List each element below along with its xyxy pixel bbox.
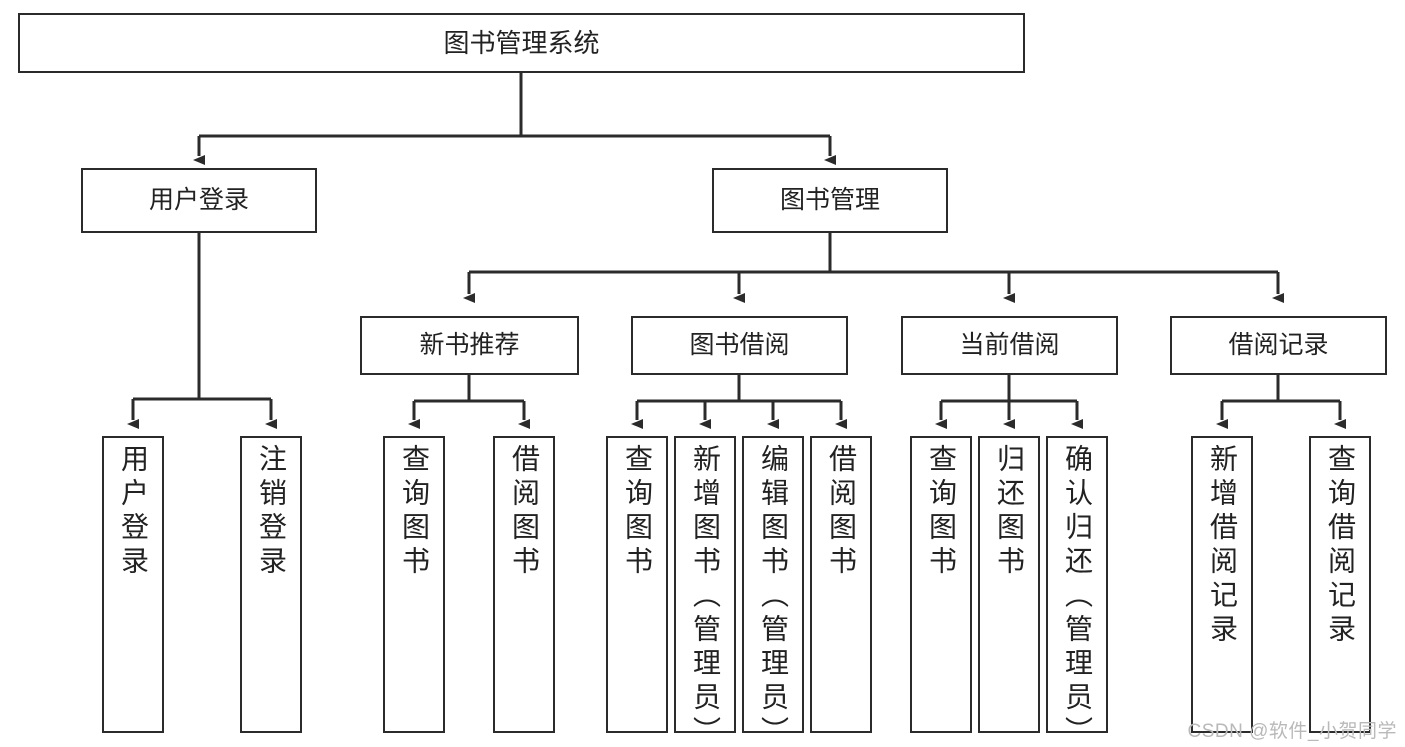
node-book-borrow[interactable]: 图书借阅	[631, 316, 848, 375]
node-user-login[interactable]: 用户登录	[81, 168, 317, 233]
leaf-new-book-query-book[interactable]: 查询图书	[383, 436, 445, 733]
node-label: 图书管理	[779, 185, 880, 214]
node-label: 注销登录	[256, 444, 287, 580]
leaf-current-borrow-query-book[interactable]: 查询图书	[910, 436, 972, 733]
node-book-management[interactable]: 图书管理	[712, 168, 948, 233]
node-label: 借阅图书	[826, 444, 857, 580]
node-label: 新增借阅记录	[1207, 444, 1238, 648]
watermark: CSDN @软件_小贺同学	[1187, 721, 1397, 742]
leaf-borrow-record-query-record[interactable]: 查询借阅记录	[1309, 436, 1371, 733]
node-label: 确认归还（管理员）	[1062, 444, 1093, 747]
leaf-book-borrow-query-book[interactable]: 查询图书	[606, 436, 668, 733]
node-new-book-recommend[interactable]: 新书推荐	[360, 316, 579, 375]
leaf-book-borrow-add-book-admin[interactable]: 新增图书（管理员）	[674, 436, 736, 747]
node-root-book-management-system[interactable]: 图书管理系统	[18, 13, 1025, 73]
leaf-borrow-record-add-record[interactable]: 新增借阅记录	[1191, 436, 1253, 733]
node-label: 借阅记录	[1228, 330, 1329, 359]
node-label: 编辑图书（管理员）	[758, 444, 789, 747]
node-label: 查询借阅记录	[1325, 444, 1356, 648]
node-label: 查询图书	[622, 444, 653, 580]
leaf-current-borrow-confirm-return-admin[interactable]: 确认归还（管理员）	[1046, 436, 1108, 747]
node-label: 查询图书	[399, 444, 430, 580]
node-label: 查询图书	[926, 444, 957, 580]
node-label: 用户登录	[148, 185, 249, 214]
node-label: 新书推荐	[419, 330, 520, 359]
leaf-user-login-logout[interactable]: 注销登录	[240, 436, 302, 733]
node-label: 借阅图书	[509, 444, 540, 580]
node-label: 新增图书（管理员）	[690, 444, 721, 747]
node-label: 用户登录	[118, 444, 149, 580]
leaf-new-book-borrow-book[interactable]: 借阅图书	[493, 436, 555, 733]
node-label: 图书借阅	[689, 330, 790, 359]
leaf-book-borrow-borrow-book[interactable]: 借阅图书	[810, 436, 872, 733]
leaf-current-borrow-return-book[interactable]: 归还图书	[978, 436, 1040, 733]
node-borrow-record[interactable]: 借阅记录	[1170, 316, 1387, 375]
node-label: 图书管理系统	[443, 27, 600, 58]
node-current-borrow[interactable]: 当前借阅	[901, 316, 1118, 375]
leaf-user-login-login[interactable]: 用户登录	[102, 436, 164, 733]
node-label: 当前借阅	[959, 330, 1060, 359]
node-label: 归还图书	[994, 444, 1025, 580]
leaf-book-borrow-edit-book-admin[interactable]: 编辑图书（管理员）	[742, 436, 804, 747]
